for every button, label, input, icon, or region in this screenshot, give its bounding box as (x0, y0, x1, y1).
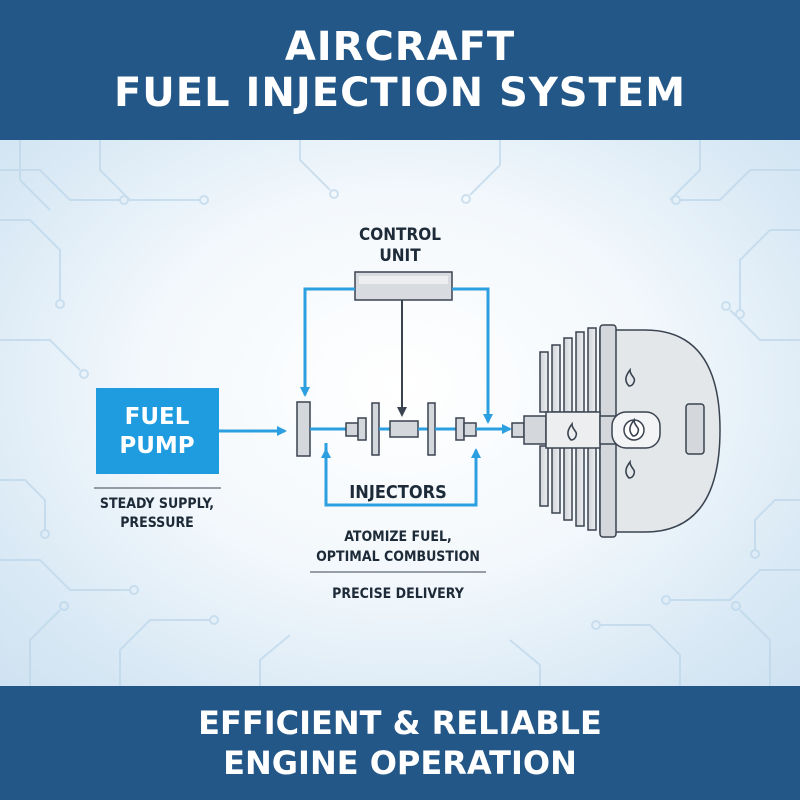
footer-line-1: EFFICIENT & RELIABLE (198, 704, 602, 742)
return-loop (321, 443, 481, 507)
pump-caption-line2: PRESSURE (120, 515, 194, 531)
footer-line-2: ENGINE OPERATION (223, 744, 577, 782)
fuel-pump-label-line2: PUMP (119, 433, 194, 459)
control-unit (354, 271, 453, 301)
injectors-caption-line2: OPTIMAL COMBUSTION (316, 549, 480, 565)
title-line-2: FUEL INJECTION SYSTEM (113, 70, 687, 116)
injector-rail (296, 401, 477, 457)
title-line-1: AIRCRAFT (284, 24, 516, 70)
fuel-pump-label-line1: FUEL (125, 404, 190, 430)
fuel-pump: FUEL PUMP (96, 388, 219, 474)
circuit-trace-background (0, 140, 800, 686)
footer-banner: EFFICIENT & RELIABLE ENGINE OPERATION (0, 686, 800, 800)
control-unit-label-line1: CONTROL (359, 225, 441, 245)
injectors-caption-line3: PRECISE DELIVERY (332, 586, 465, 602)
pump-caption-line1: STEADY SUPPLY, (100, 496, 214, 512)
flame-icon (567, 367, 640, 479)
engine-cylinder-icon (511, 324, 721, 538)
control-signal-lines (300, 287, 493, 424)
injectors-caption-line1: ATOMIZE FUEL, (344, 529, 452, 545)
injectors-label: INJECTORS (349, 482, 447, 503)
fuel-system-diagram: CONTROL UNIT FUEL PUMP STEADY SUPPLY, PR… (0, 140, 800, 686)
control-unit-label-line2: UNIT (379, 246, 421, 266)
title-banner: AIRCRAFT FUEL INJECTION SYSTEM (0, 0, 800, 140)
